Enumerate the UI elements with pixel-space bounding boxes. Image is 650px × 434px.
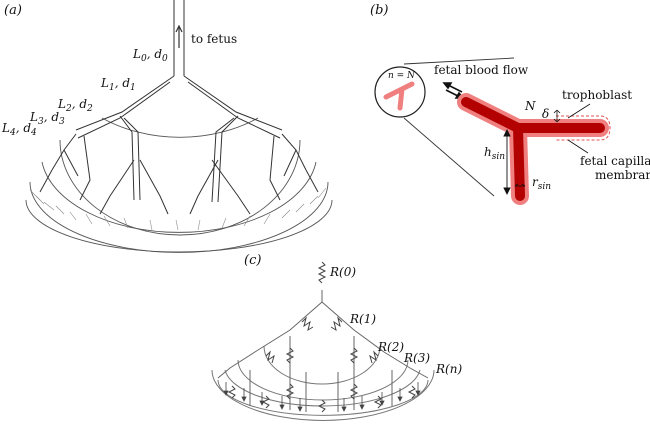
umbilical-vessel: [173, 0, 185, 76]
r-sin-dimension: [514, 183, 526, 187]
membrane-leader: [567, 139, 589, 154]
resistance-arcs: [211, 345, 435, 421]
h-sin-dimension: [503, 128, 511, 196]
flow-label: fetal blood flow: [434, 63, 529, 77]
gen3-label: L3, d3: [29, 110, 65, 127]
capillary-tips: [29, 187, 327, 231]
trophoblast-leader: [567, 103, 591, 119]
capillary-shape: [457, 93, 609, 205]
villous-tree-branches: [39, 75, 319, 215]
membrane-label-line1: fetal capillary: [580, 154, 650, 168]
generation-labels: L0, d0 L1, d1 L2, d2 L3, d3 L4, d4: [1, 47, 168, 138]
resistor-symbols: [227, 261, 416, 413]
node-N-label: N: [524, 99, 536, 113]
panel-c-tag: (c): [244, 253, 261, 268]
zoom-lines: [403, 57, 515, 197]
panel-b-tag: (b): [370, 3, 388, 18]
R3-label: R(3): [403, 351, 430, 365]
Rn-label: R(n): [435, 362, 462, 376]
panel-b: (b) n = N fetal blood flow N: [370, 3, 650, 205]
R0-label: R(0): [329, 265, 356, 279]
panel-a: (a) to fetus: [1, 0, 333, 253]
trophoblast-label: trophoblast: [562, 88, 632, 102]
terminal-arrows: [223, 382, 421, 412]
inset-circle: n = N: [374, 66, 426, 118]
panel-c: (c): [211, 253, 462, 421]
to-fetus-label: to fetus: [191, 32, 237, 46]
gen4-label: L4, d4: [1, 121, 37, 138]
gen0-label: L0, d0: [132, 47, 168, 64]
delta-label: δ: [542, 107, 549, 121]
r-sin-label: rsin: [532, 175, 551, 192]
membrane-label-line2: membrane: [595, 168, 650, 182]
panel-a-tag: (a): [4, 3, 22, 18]
trophoblast-outline: [556, 115, 611, 141]
gen1-label: L1, d1: [100, 76, 136, 93]
h-sin-label: hsin: [484, 145, 505, 162]
villous-shell-arcs: [25, 117, 333, 253]
resistance-network: [217, 290, 429, 412]
gen2-label: L2, d2: [57, 97, 93, 114]
inset-label: n = N: [388, 71, 416, 81]
R2-label: R(2): [377, 340, 404, 354]
R1-label: R(1): [349, 312, 376, 326]
delta-arrows: [553, 109, 561, 123]
